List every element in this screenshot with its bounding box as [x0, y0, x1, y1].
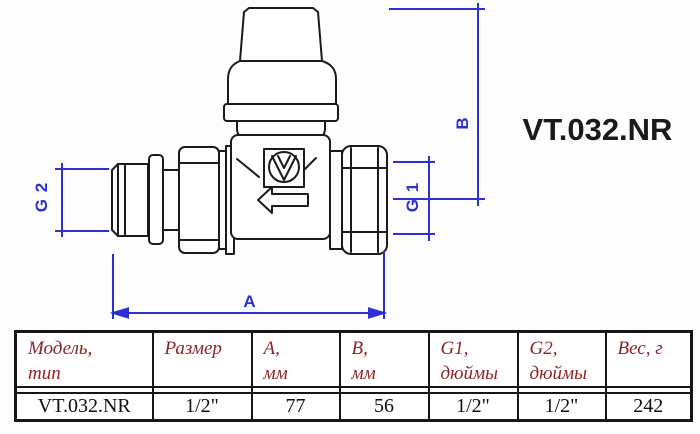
- header-line: G1,: [440, 338, 469, 359]
- dim-b-label: B: [453, 116, 472, 130]
- spec-table-header-row: Модель, тип Размер A, мм B, мм G1, дюймы G2,…: [14, 330, 693, 388]
- cell-b: 56: [338, 392, 430, 422]
- header-line: G2,: [529, 338, 558, 359]
- double-rule-gap-row: [14, 386, 693, 394]
- header-line: A,: [263, 338, 280, 359]
- header-line: дюймы: [529, 363, 588, 384]
- outlet-nut: [329, 145, 388, 255]
- dim-a-label: A: [243, 292, 257, 311]
- cell-size: 1/2": [151, 392, 253, 422]
- header-line: мм: [263, 363, 288, 384]
- header-line: тип: [28, 363, 61, 384]
- header-line: Модель,: [28, 338, 93, 359]
- valtec-v-logo-icon: [268, 151, 300, 183]
- col-header-b: B, мм: [338, 330, 430, 388]
- dim-g1-label: G 1: [403, 181, 422, 213]
- col-header-size: Размер: [151, 330, 253, 388]
- col-header-g1: G1, дюймы: [427, 330, 519, 388]
- col-header-g2: G2, дюймы: [516, 330, 607, 388]
- spec-table: Модель, тип Размер A, мм B, мм G1, дюймы G2,…: [14, 330, 693, 422]
- spec-table-data-row: VT.032.NR 1/2" 77 56 1/2" 1/2" 242: [14, 392, 693, 422]
- flow-direction-arrow-icon: [257, 186, 309, 214]
- dim-g2-label: G 2: [32, 181, 51, 213]
- header-line: Размер: [164, 338, 222, 359]
- header-line: мм: [351, 363, 376, 384]
- header-line: дюймы: [440, 363, 499, 384]
- cell-g1: 1/2": [427, 392, 519, 422]
- cell-a: 77: [250, 392, 341, 422]
- cell-model: VT.032.NR: [14, 392, 154, 422]
- valve-body: [230, 134, 331, 240]
- valve-cap: [223, 7, 339, 142]
- col-header-weight: Вес, г: [604, 330, 693, 388]
- dim-b-lines: [389, 3, 485, 206]
- dim-g2-lines: [55, 163, 109, 237]
- dimension-lines: [55, 3, 485, 319]
- cell-g2: 1/2": [516, 392, 607, 422]
- union-assembly: [148, 145, 235, 255]
- cell-weight: 242: [604, 392, 693, 422]
- flange: [148, 154, 164, 245]
- valve-drawing: [55, 3, 485, 319]
- product-code-label: VT.032.NR: [522, 112, 673, 147]
- header-line: B,: [351, 338, 368, 359]
- col-header-a: A, мм: [250, 330, 341, 388]
- male-thread: [111, 163, 149, 237]
- header-line: Вес, г: [617, 338, 663, 359]
- dim-g1-lines: [393, 156, 435, 241]
- col-header-model: Модель, тип: [14, 330, 154, 388]
- dim-a-lines: [109, 251, 388, 319]
